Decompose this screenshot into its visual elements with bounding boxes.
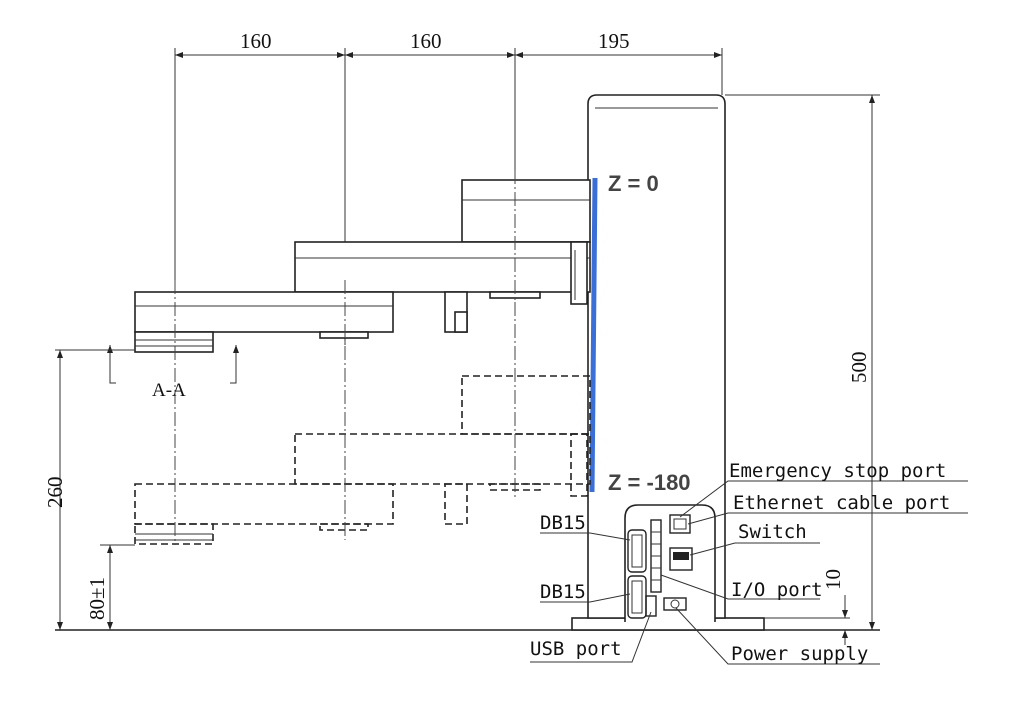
dim-top-3: 195 [598, 29, 630, 53]
label-switch: Switch [738, 521, 807, 543]
callout-leaders [530, 480, 968, 665]
z-bottom-label: Z = -180 [608, 470, 691, 495]
label-io-port: I/O port [731, 579, 823, 601]
dim-top-1: 160 [240, 29, 272, 53]
dim-height: 500 [847, 352, 871, 384]
label-power-supply: Power supply [731, 643, 868, 665]
dim-stroke: 260 [43, 477, 67, 509]
label-db15-upper: DB15 [540, 512, 586, 534]
left-dimensions: 260 80±1 [43, 349, 135, 630]
connector-panel [624, 504, 716, 622]
label-usb-port: USB port [530, 638, 622, 660]
dim-top-2: 160 [410, 29, 442, 53]
top-dimension-chain: 160 160 195 [174, 29, 723, 345]
dim-foot: 10 [821, 569, 845, 590]
centre-lines [174, 170, 516, 545]
dim-base: 80±1 [85, 577, 109, 620]
z-axis-travel-line [589, 177, 598, 493]
arm-lower-position [134, 375, 591, 545]
base-plate [55, 617, 880, 631]
robot-column [587, 94, 726, 619]
label-emergency-stop-port: Emergency stop port [729, 460, 946, 482]
label-db15-lower: DB15 [540, 581, 586, 603]
section-marker: A-A [107, 345, 239, 401]
z-top-label: Z = 0 [608, 171, 659, 196]
label-ethernet-cable-port: Ethernet cable port [733, 492, 950, 514]
section-label: A-A [152, 380, 186, 401]
right-dimension: 500 10 [725, 94, 880, 645]
arm-upper-position [134, 179, 591, 353]
